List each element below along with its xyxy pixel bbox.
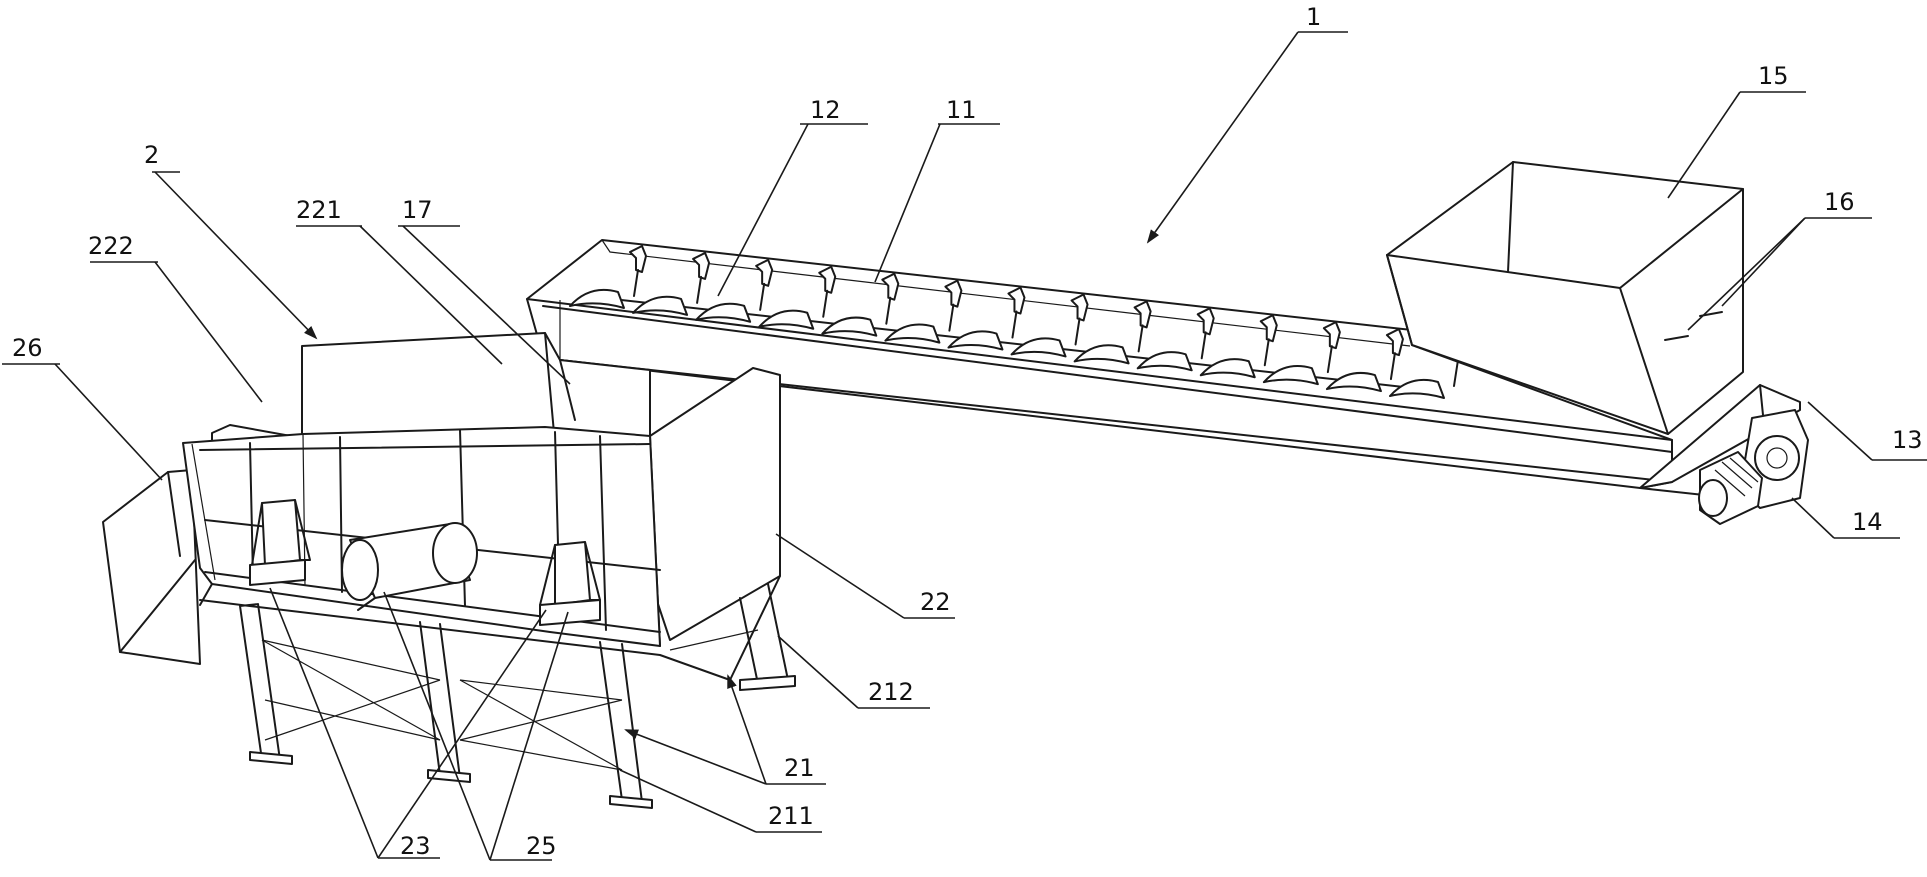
paddle-stem bbox=[1263, 338, 1270, 367]
screw-flight bbox=[1136, 351, 1193, 372]
paddle-stem bbox=[885, 296, 892, 325]
label-11: 11 bbox=[946, 96, 977, 124]
paddle-blade bbox=[1259, 314, 1278, 343]
screw-flight bbox=[1325, 371, 1382, 393]
label-22: 22 bbox=[920, 588, 951, 616]
paddle-blade bbox=[629, 245, 647, 273]
screw-flight bbox=[1262, 365, 1319, 386]
screw-flight bbox=[695, 302, 752, 323]
paddle-stem bbox=[1326, 345, 1333, 374]
screw-flight bbox=[1389, 378, 1445, 399]
paddle-stem bbox=[1200, 331, 1207, 360]
support-bracket-right bbox=[539, 541, 601, 626]
paddle-stem bbox=[759, 282, 766, 311]
paddle-stem bbox=[948, 303, 955, 332]
paddle-stem bbox=[1011, 310, 1018, 339]
paddle-blade bbox=[755, 258, 774, 287]
paddle-blade bbox=[1007, 286, 1026, 315]
screw-flight bbox=[1073, 344, 1130, 365]
support-frame bbox=[239, 583, 796, 809]
label-13: 13 bbox=[1892, 426, 1923, 454]
end-plate bbox=[1639, 384, 1801, 489]
label-17: 17 bbox=[402, 196, 433, 224]
label-23: 23 bbox=[400, 832, 431, 860]
paddle-stem bbox=[1453, 359, 1459, 387]
screw-flight bbox=[758, 309, 815, 330]
paddle-stem bbox=[1137, 324, 1144, 353]
paddle-blade bbox=[1385, 328, 1404, 357]
label-14: 14 bbox=[1852, 508, 1883, 536]
screw-flight bbox=[569, 288, 625, 309]
reference-labels: 1 2 11 12 13 14 15 16 17 21 22 23 25 26 … bbox=[12, 3, 1923, 860]
screw-flight bbox=[884, 323, 941, 344]
paddle-blade bbox=[881, 272, 900, 301]
paddle-stem bbox=[696, 275, 703, 304]
paddle-stem bbox=[1389, 352, 1396, 381]
screw-flight bbox=[821, 316, 878, 337]
support-bracket-left bbox=[249, 499, 311, 586]
vibration-motor bbox=[341, 522, 478, 611]
paddle-blade bbox=[818, 265, 837, 294]
paddle-stem bbox=[1074, 317, 1081, 346]
label-211: 211 bbox=[768, 802, 814, 830]
label-12: 12 bbox=[810, 96, 841, 124]
label-16: 16 bbox=[1824, 188, 1855, 216]
drive-motor bbox=[1698, 409, 1809, 525]
paddle-blade bbox=[1322, 321, 1341, 350]
label-15: 15 bbox=[1758, 62, 1789, 90]
label-222: 222 bbox=[88, 232, 134, 260]
paddle-stem bbox=[822, 289, 829, 318]
paddle-blade bbox=[1133, 300, 1152, 329]
screw-flight bbox=[1199, 358, 1256, 379]
paddle-blade bbox=[1070, 293, 1089, 322]
screw-flight bbox=[1010, 337, 1067, 358]
label-25: 25 bbox=[526, 832, 557, 860]
label-212: 212 bbox=[868, 678, 914, 706]
label-21: 21 bbox=[784, 754, 815, 782]
screw-flight bbox=[947, 330, 1004, 351]
label-221: 221 bbox=[296, 196, 342, 224]
screw-flights bbox=[569, 245, 1467, 399]
paddle-stem bbox=[633, 269, 639, 297]
paddle-blade bbox=[944, 279, 963, 308]
paddle-blade bbox=[1196, 307, 1215, 336]
screw-flight bbox=[632, 295, 689, 316]
label-1: 1 bbox=[1306, 3, 1321, 31]
leader-lines bbox=[2, 31, 1927, 861]
label-2: 2 bbox=[144, 141, 159, 169]
label-26: 26 bbox=[12, 334, 43, 362]
screw-conveyor bbox=[526, 239, 1801, 501]
paddle-blade bbox=[692, 251, 711, 280]
feed-hopper bbox=[1386, 161, 1744, 435]
